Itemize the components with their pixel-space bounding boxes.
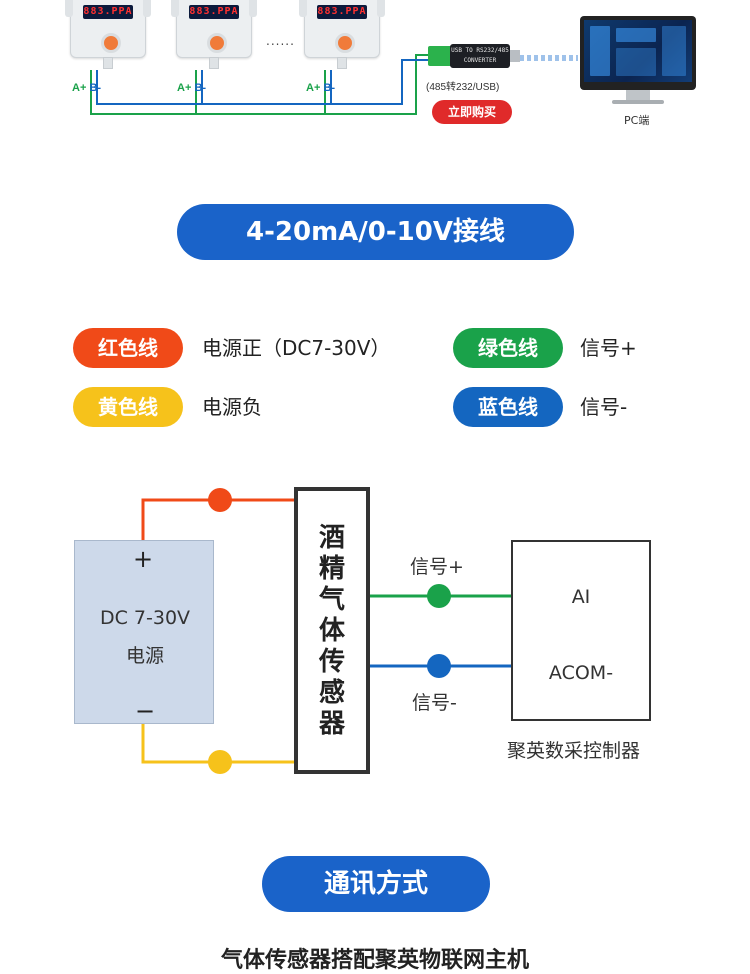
sensor-char: 气 [318,585,345,615]
device-display: 883.PPA [317,5,367,19]
blue-wire-node [427,654,451,678]
legend-text-yellow: 电源负 [202,395,262,419]
ab-label-3: A+ B- [306,82,335,94]
bottom-caption: 气体传感器搭配聚英物联网主机 [220,948,529,973]
power-supply-box: + DC 7-30V 电源 − [74,540,214,725]
sensor-char: 精 [318,554,345,584]
wiring-title: 4-20mA/0-10V接线 [177,204,574,260]
comm-title: 通讯方式 [262,856,490,912]
sensor-device-2: 883.PPA [171,0,257,69]
ai-terminal: AI [571,586,591,608]
legend-pill-yellow: 黄色线 [73,387,183,427]
ab-label-2: A+ B- [177,82,206,94]
plus-terminal: + [133,545,154,573]
sensor-char: 感 [318,678,345,708]
legend-pill-blue: 蓝色线 [453,387,563,427]
sensor-device-1: 883.PPA [65,0,151,69]
cable-gland-icon [337,57,347,69]
signal-minus-label: 信号- [412,692,457,714]
legend-pill-green: 绿色线 [453,328,563,368]
b-minus-label: B- [194,82,207,94]
sensor-char: 酒 [318,523,345,553]
device-knob-icon [335,33,355,53]
legend-text-red: 电源正（DC7-30V） [202,336,391,360]
minus-terminal: − [135,697,156,725]
green-wire-node [427,584,451,608]
power-voltage: DC 7-30V [99,607,191,629]
legend-text-blue: 信号- [580,395,628,419]
yellow-wire-node [208,750,232,774]
a-bus-line [90,54,430,115]
controller-caption: 聚英数采控制器 [507,740,641,762]
acom-terminal: ACOM- [548,662,614,684]
sensor-char: 传 [318,647,345,677]
b-minus-label: B- [89,82,102,94]
pc-monitor-icon [580,16,696,90]
legend-pill-red: 红色线 [73,328,183,368]
device-display: 883.PPA [189,5,239,19]
a-plus-label: A+ [177,82,192,94]
usb-plug-icon [510,50,520,62]
device-knob-icon [207,33,227,53]
signal-plus-label: 信号+ [410,556,464,578]
b-minus-label: B- [323,82,336,94]
b-bus-line [96,59,430,105]
yellow-wire [141,724,294,764]
rs485-wiring-svg [90,54,430,115]
a-plus-label: A+ [72,82,87,94]
converter-label: (485转232/USB) [426,82,500,93]
buy-now-button[interactable]: 立即购买 [432,100,512,124]
legend-text-green: 信号+ [580,336,637,360]
controller-box: AI ACOM- [511,540,651,721]
device-knob-icon [101,33,121,53]
cable-gland-icon [103,57,113,69]
device-display: 883.PPA [83,5,133,19]
red-wire [141,498,294,540]
usb-cable-icon [520,55,578,61]
a-plus-label: A+ [306,82,321,94]
sensor-char: 器 [318,709,345,739]
ab-label-1: A+ B- [72,82,101,94]
sensor-device-3: 883.PPA [299,0,385,69]
alcohol-gas-sensor-box: 酒 精 气 体 传 感 器 [294,487,370,774]
pc-label: PC端 [624,114,650,127]
ellipsis: ...... [266,34,295,48]
wiring-diagram-svg [141,488,511,774]
usb-485-converter: USB TO RS232/485 CONVERTER [428,44,520,68]
red-wire-node [208,488,232,512]
terminal-block-icon [428,46,452,66]
power-label: 电源 [125,645,164,667]
cable-gland-icon [209,57,219,69]
sensor-char: 体 [318,616,345,646]
converter-body: USB TO RS232/485 CONVERTER [450,44,510,68]
